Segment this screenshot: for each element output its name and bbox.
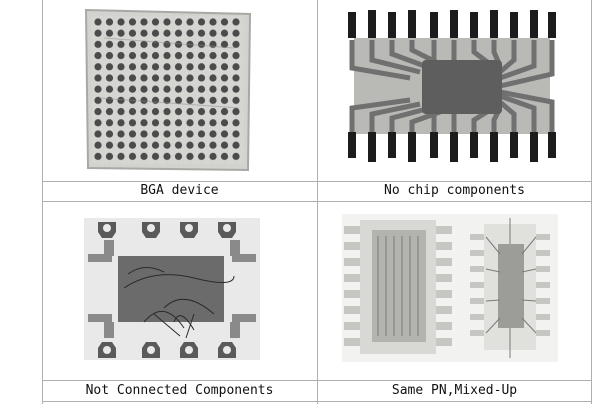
same-pn-mixed-up-xray-image [342,214,558,362]
caption-no-chip-components: No chip components [384,183,525,198]
table-border-bottom [42,401,592,402]
table-divider-vertical [317,0,318,404]
table-border-right [591,0,592,404]
table-border-left [42,0,43,404]
no-chip-components-xray-image [340,8,564,168]
table-divider-caption-1 [42,181,592,182]
table-divider-row [42,201,592,202]
caption-bga-device: BGA device [140,183,219,198]
not-connected-components-xray-image [84,218,260,360]
figure-grid: BGA device [42,0,592,404]
caption-same-pn-mixed-up: Same PN,Mixed-Up [391,383,518,398]
table-divider-caption-2 [42,380,592,381]
bga-device-xray-image [84,8,252,172]
caption-not-connected-components: Not Connected Components [85,383,274,398]
